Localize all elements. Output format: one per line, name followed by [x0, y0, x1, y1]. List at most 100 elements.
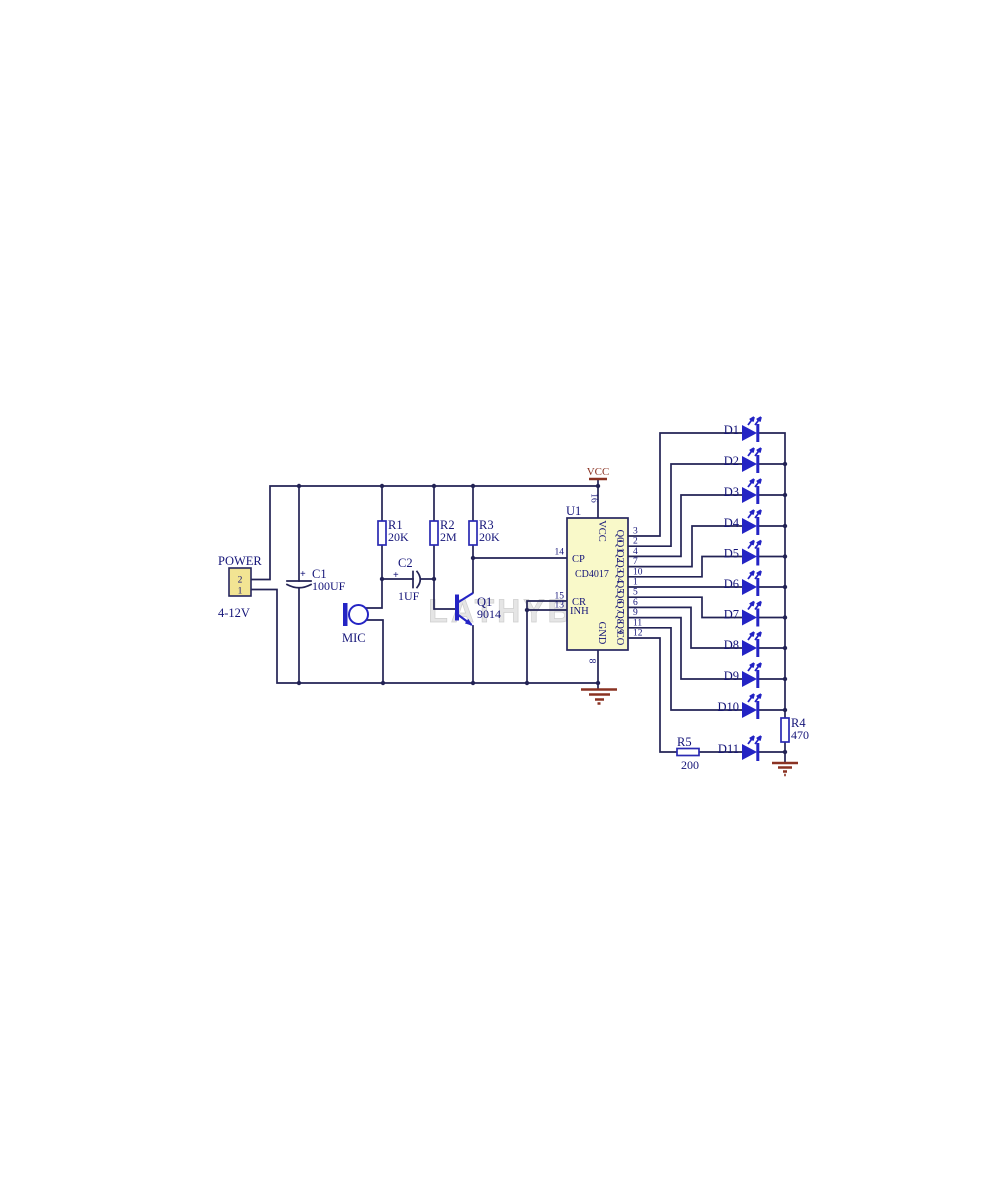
led-d5-symbol — [740, 539, 763, 567]
led-d3-label: D3 — [724, 485, 739, 499]
c2-plate-negative — [415, 570, 422, 589]
ic-pin-gnd-name: GND — [596, 622, 607, 645]
power-label: POWER — [218, 554, 262, 568]
ic-pin-q3-name: Q3 — [614, 560, 625, 573]
watermark-text: LATHYB — [428, 593, 573, 629]
power-connector-body — [228, 567, 252, 597]
ground-symbol-ic — [581, 688, 617, 705]
r4-value-label: 470 — [791, 728, 809, 742]
c1-value-label: 100UF — [312, 579, 346, 593]
led-d5-label: D5 — [724, 547, 739, 561]
r3-ref-label: R3 — [479, 518, 494, 532]
ic-pin-cp-num: 14 — [555, 548, 565, 558]
mic-label: MIC — [342, 631, 366, 645]
led-d1-symbol — [740, 415, 763, 444]
capacitor-c2: + C2 1UF — [393, 556, 422, 603]
r2-value-label: 2M — [440, 530, 457, 544]
ic-pin-inh-name: INH — [570, 606, 589, 617]
ic-pin-q6-name: Q6 — [614, 591, 625, 604]
ic-part-label: CD4017 — [575, 569, 609, 580]
ic-pin-q5-num: 1 — [633, 578, 638, 588]
ic-pin-cp-name: CP — [572, 554, 585, 565]
transistor-q1: Q1 9014 — [455, 592, 501, 626]
mic-face-bar — [343, 603, 348, 626]
led-d11-symbol — [740, 734, 763, 763]
r5-value-label: 200 — [681, 758, 699, 772]
led-array: D1 D2 D3 D4 D5 D6 D7 D8 D9 D10 D11 — [717, 415, 763, 763]
r4-ref-label: R4 — [791, 716, 806, 730]
led-d8-label: D8 — [724, 638, 739, 652]
ic-output-pins: Q0 3 Q1 2 Q2 4 Q3 7 Q4 10 Q5 1 Q6 5 Q7 6… — [614, 527, 643, 646]
ic-pin-q4-name: Q4 — [614, 570, 625, 584]
led-d10-symbol — [740, 692, 763, 721]
resistor-r1: R1 20K — [377, 518, 409, 546]
led-d3-symbol — [740, 477, 763, 506]
vcc-net-label: VCC — [587, 466, 610, 478]
c2-polarity-mark: + — [393, 570, 399, 581]
c2-ref-label: C2 — [398, 556, 413, 570]
ic-pin-q8-name: Q8 — [614, 611, 625, 624]
led-d7-label: D7 — [724, 608, 739, 622]
wire-led-cathode-rail — [758, 432, 786, 763]
wire-r1-mic-branch — [365, 485, 414, 684]
c1-polarity-mark: + — [300, 569, 306, 580]
ic-pin-co-name: CO — [614, 631, 625, 646]
wire-outputs-to-leds — [627, 432, 743, 753]
ic-pin-q9-name: Q9 — [614, 621, 625, 634]
ic-pin-q1-num: 2 — [633, 537, 638, 547]
led-d10-label: D10 — [717, 700, 739, 714]
vcc-symbol: VCC — [587, 466, 610, 481]
ic-pin-vcc-name: VCC — [596, 520, 607, 542]
ic-pin-gnd-num: 8 — [587, 659, 597, 664]
r5-body — [676, 747, 700, 757]
power-connector: POWER 2 1 4-12V — [218, 554, 262, 620]
resistor-r5: R5 200 — [676, 735, 700, 772]
wire-c2-r2-branch — [419, 485, 456, 610]
led-d6-symbol — [740, 569, 763, 598]
power-pin1-label: 1 — [238, 587, 243, 597]
q1-collector — [456, 592, 474, 604]
ic-pin-q2-name: Q2 — [614, 550, 625, 563]
power-voltage-label: 4-12V — [218, 606, 250, 620]
ic-pin-vcc-num: 16 — [589, 493, 599, 503]
led-d4-label: D4 — [724, 516, 740, 530]
ground-symbol-led — [772, 761, 798, 777]
ic-pin-q9-num: 11 — [633, 618, 642, 628]
led-d4-symbol — [740, 508, 763, 537]
ic-pin-q6-num: 5 — [633, 588, 638, 598]
ic-ref-label: U1 — [566, 504, 581, 518]
ic-pin-inh-num: 13 — [555, 601, 565, 611]
r1-body — [377, 520, 387, 546]
q1-value-label: 9014 — [477, 607, 501, 621]
led-d2-symbol — [740, 446, 763, 475]
r1-ref-label: R1 — [388, 518, 403, 532]
wire-power-rails — [250, 485, 599, 684]
c1-ref-label: C1 — [312, 567, 327, 581]
ic-pin-cr-name: CR — [572, 597, 586, 608]
r4-body — [780, 717, 790, 743]
resistor-r4: R4 470 — [780, 716, 809, 743]
led-d2-label: D2 — [724, 454, 739, 468]
ic-pin-q7-num: 6 — [633, 598, 638, 608]
led-d6-label: D6 — [724, 577, 739, 591]
ic-pin-q3-num: 7 — [633, 557, 638, 567]
c2-value-label: 1UF — [398, 589, 420, 603]
r2-ref-label: R2 — [440, 518, 455, 532]
led-d7-symbol — [740, 600, 763, 628]
ic-pin-q2-num: 4 — [633, 547, 638, 557]
q1-emitter-arrow — [464, 618, 473, 626]
capacitor-c1: + C1 100UF — [285, 567, 346, 593]
ic-pin-q7-name: Q7 — [614, 601, 625, 614]
led-d8-symbol — [740, 630, 763, 659]
junction-dots — [296, 461, 788, 755]
mic-body — [348, 604, 369, 625]
resistor-r3: R3 20K — [468, 518, 500, 546]
r5-ref-label: R5 — [677, 735, 692, 749]
q1-ref-label: Q1 — [477, 595, 492, 609]
power-pin2-label: 2 — [238, 576, 243, 586]
led-d11-label: D11 — [718, 742, 739, 756]
r3-body — [468, 520, 478, 546]
ic-u1: U1 CD4017 CP 14 CR 15 INH 13 VCC 16 GND … — [555, 493, 643, 663]
c1-plate-negative — [285, 583, 313, 589]
